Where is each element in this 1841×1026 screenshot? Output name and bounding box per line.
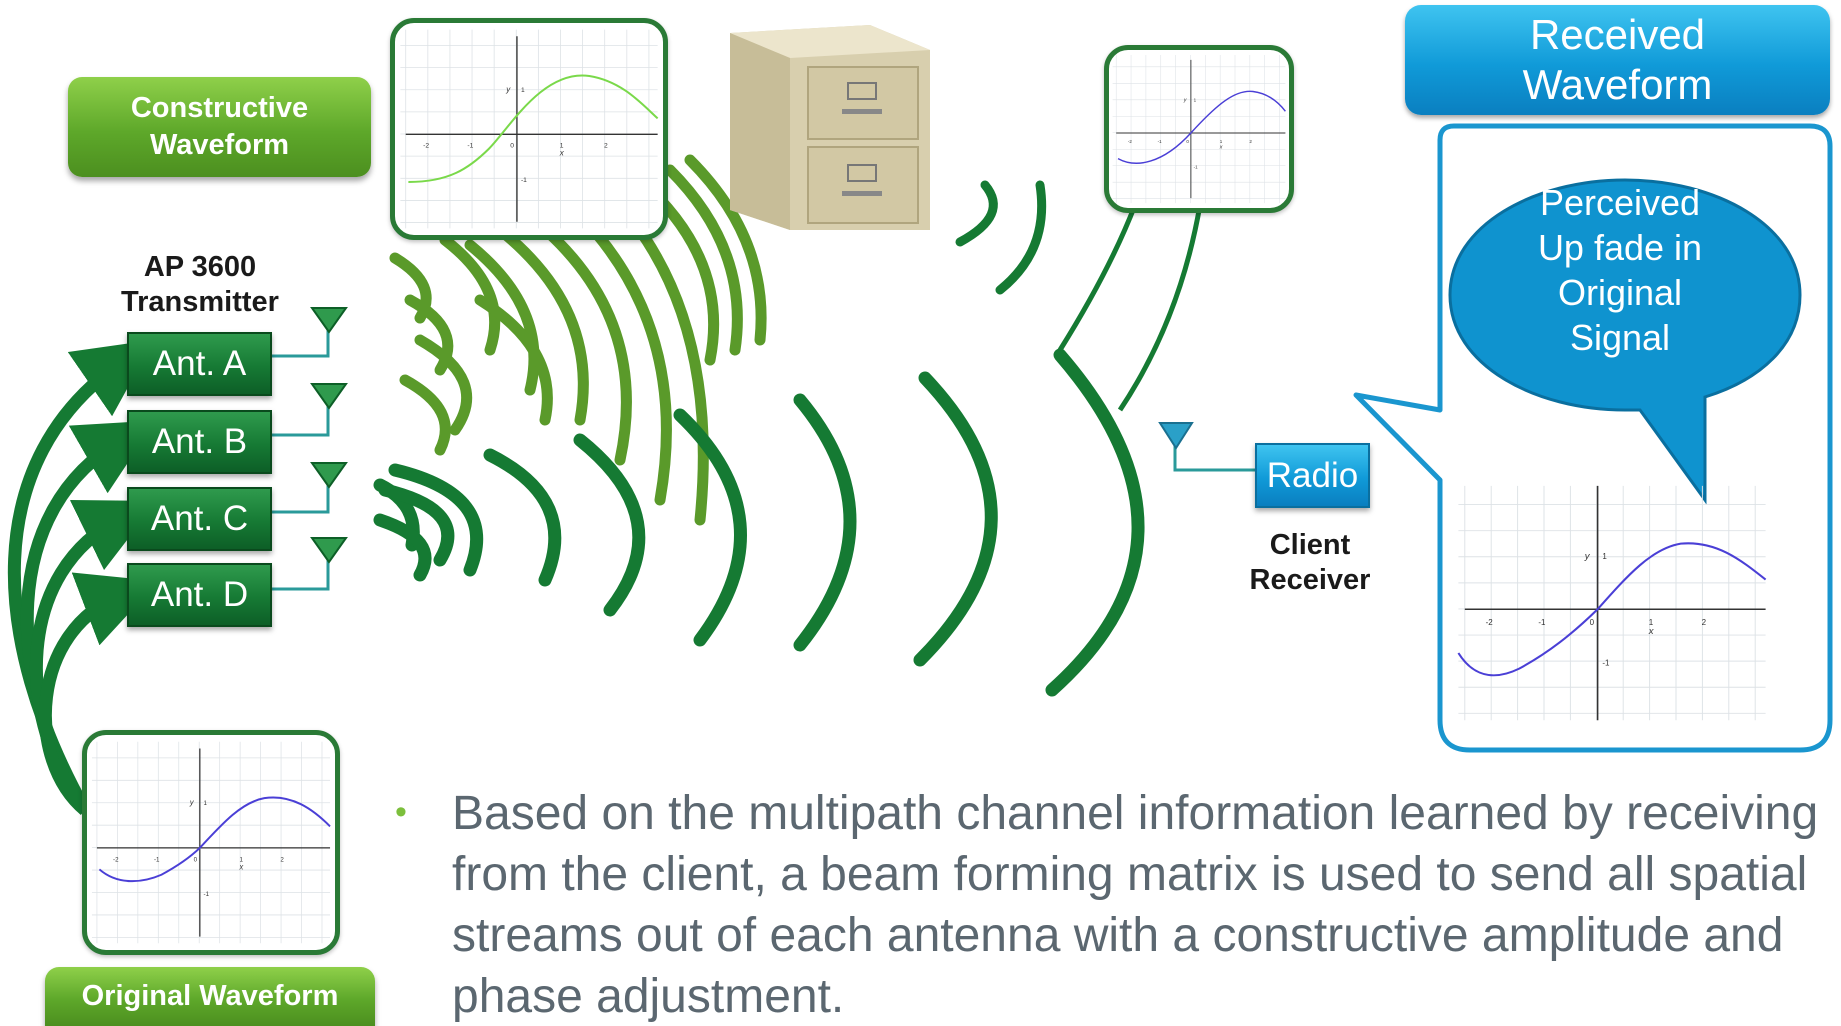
antenna-d-box: Ant. D — [127, 563, 272, 627]
tick-x-1: 1 — [1220, 139, 1223, 145]
axis-letter-y: y — [189, 798, 195, 807]
client-receiver-label: Client Receiver — [1220, 528, 1400, 599]
antenna-b-box: Ant. B — [127, 410, 272, 474]
constructive-waveform-graph: -2 -1 0 1 2 1 -1 x y — [390, 18, 668, 240]
client-receiver-line2: Receiver — [1249, 564, 1371, 597]
antenna-a-label: Ant. A — [152, 344, 247, 383]
antenna-c-box: Ant. C — [127, 487, 272, 551]
tick-y-1: 1 — [521, 87, 525, 94]
original-curve — [98, 796, 331, 883]
antenna-a-box: Ant. A — [127, 332, 272, 396]
axis-letter-x: x — [1219, 145, 1223, 151]
tick-x-neg2: -2 — [113, 856, 119, 863]
grid-lines — [91, 741, 331, 944]
constructive-graph-plot: -2 -1 0 1 2 1 -1 x y — [400, 29, 659, 229]
grid-lines — [1112, 54, 1286, 204]
reflected-waveform-graph: -2 -1 0 1 2 1 -1 x y — [1104, 45, 1294, 213]
antenna-c-label: Ant. C — [150, 499, 249, 538]
arrow-to-ant-d — [38, 572, 159, 815]
direct-waves — [373, 348, 1145, 697]
tick-y-neg1: -1 — [521, 177, 527, 184]
tick-x-neg1: -1 — [1158, 139, 1162, 145]
axis-letter-y: y — [1183, 97, 1188, 103]
tick-x-0: 0 — [510, 143, 514, 150]
client-receiver-line1: Client — [1269, 529, 1351, 561]
tick-x-neg1: -1 — [467, 143, 473, 150]
tick-x-0: 0 — [1186, 139, 1189, 145]
constructive-waveform-label: Constructive Waveform — [130, 91, 309, 161]
constructive-curve — [408, 74, 659, 183]
axis-letter-x: x — [1648, 626, 1655, 637]
axis-letter-y: y — [505, 85, 511, 94]
transmitter-label-line1: AP 3600 — [143, 251, 257, 283]
tick-x-2: 2 — [1249, 139, 1252, 145]
bullet-dot-icon: • — [395, 793, 407, 831]
tick-x-neg1: -1 — [154, 856, 160, 863]
tick-x-neg2: -2 — [1128, 139, 1132, 145]
original-graph-plot: -2 -1 0 1 2 1 -1 x y — [91, 741, 331, 944]
antenna-b-icon — [310, 383, 348, 410]
received-curve — [1457, 542, 1767, 677]
grid-lines — [400, 29, 658, 229]
reflected-curve — [1117, 90, 1286, 164]
grid-lines — [1458, 485, 1766, 721]
original-waveform-graph: -2 -1 0 1 2 1 -1 x y — [82, 730, 340, 955]
transmitter-label-line2: Transmitter — [121, 286, 279, 319]
antenna-icons — [310, 307, 348, 564]
reflected-graph-plot: -2 -1 0 1 2 1 -1 x y — [1112, 54, 1286, 204]
received-waveform-title: Received Waveform — [1405, 5, 1830, 115]
perceived-callout-label: Perceived Up fade in Original Signal — [1537, 182, 1703, 358]
axis-letter-x: x — [559, 149, 565, 158]
antenna-d-icon — [310, 537, 348, 564]
bullet-point: • Based on the multipath channel informa… — [395, 783, 1835, 1026]
filing-cabinet-image — [730, 25, 930, 230]
perceived-callout-bubble — [1448, 178, 1802, 505]
antenna-c-icon — [310, 462, 348, 489]
tick-x-2: 2 — [280, 856, 284, 863]
received-graph-plot: -2 -1 0 1 2 1 -1 x y — [1457, 485, 1767, 721]
received-graph: -2 -1 0 1 2 1 -1 x y — [1452, 478, 1772, 728]
tick-x-neg2: -2 — [423, 143, 429, 150]
bullet-text: Based on the multipath channel informati… — [452, 787, 1819, 1023]
client-antenna-icon — [1158, 422, 1194, 450]
tick-x-neg2: -2 — [1486, 618, 1493, 627]
graph-to-path-lines — [1057, 204, 1203, 412]
antenna-a-icon — [310, 307, 348, 334]
perceived-callout-text: Perceived Up fade in Original Signal — [1505, 175, 1735, 365]
tick-y-1: 1 — [1602, 552, 1606, 561]
radio-label: Radio — [1266, 455, 1359, 495]
tick-y-1: 1 — [204, 800, 208, 807]
antenna-b-label: Ant. B — [151, 422, 248, 461]
received-waveform-label: Received Waveform — [1522, 11, 1713, 108]
tick-x-1: 1 — [1649, 618, 1653, 627]
tick-x-2: 2 — [1702, 618, 1706, 627]
radio-box: Radio — [1255, 443, 1370, 508]
tick-x-0: 0 — [194, 856, 198, 863]
antenna-d-label: Ant. D — [150, 575, 249, 614]
tick-y-neg1: -1 — [1194, 164, 1198, 170]
antenna-connectors — [272, 328, 1255, 591]
original-waveform-label: Original Waveform — [81, 979, 339, 1012]
tick-x-1: 1 — [240, 856, 244, 863]
tick-x-1: 1 — [560, 143, 564, 150]
tick-y-neg1: -1 — [1602, 659, 1609, 668]
axis-letter-x: x — [239, 862, 245, 871]
tick-y-neg1: -1 — [204, 891, 210, 898]
tick-x-2: 2 — [604, 143, 608, 150]
tick-x-neg1: -1 — [1538, 618, 1545, 627]
constructive-waveform-button: Constructive Waveform — [68, 77, 371, 177]
axis-letter-y: y — [1584, 551, 1591, 562]
tick-x-0: 0 — [1590, 618, 1595, 627]
cabinet-reflection-waves — [955, 180, 1047, 295]
transmitter-label: AP 3600 Transmitter — [90, 250, 310, 321]
tick-y-1: 1 — [1194, 97, 1197, 103]
original-waveform-button: Original Waveform — [45, 967, 375, 1026]
